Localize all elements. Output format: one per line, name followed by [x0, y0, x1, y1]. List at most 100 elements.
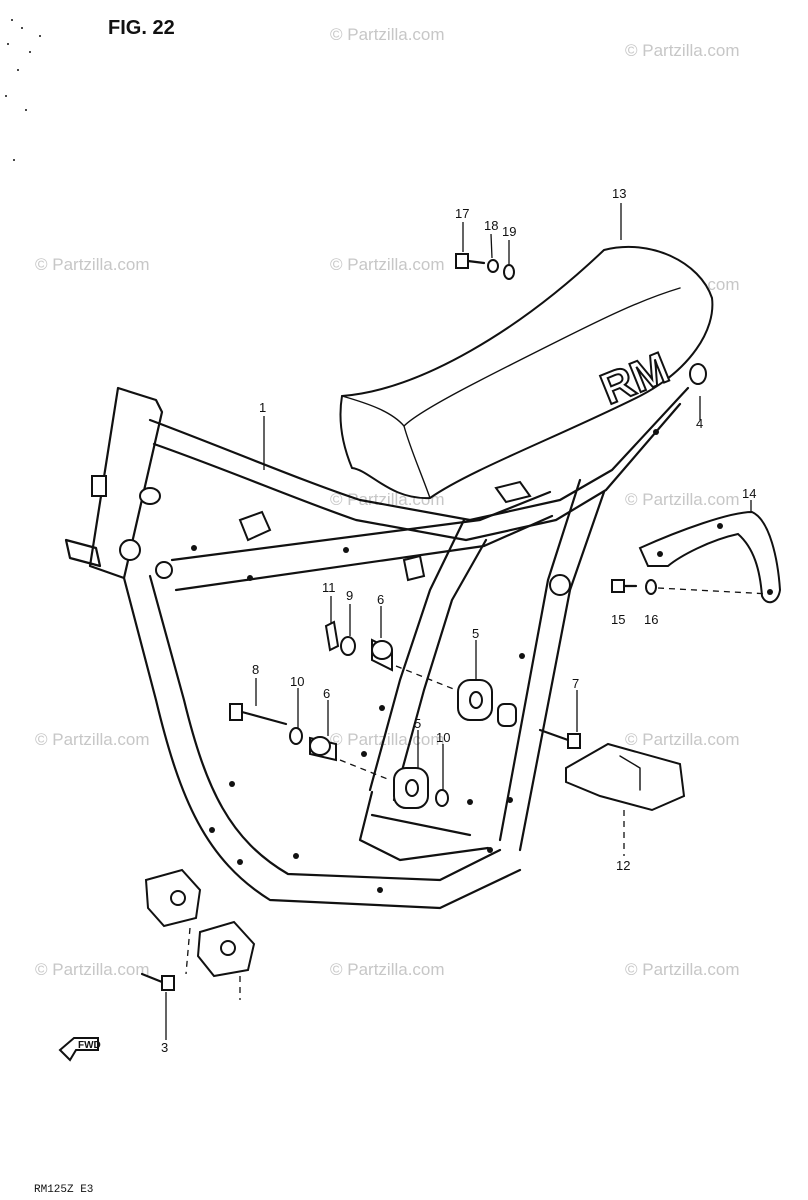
callout-15: 15	[611, 612, 625, 627]
engine-plate-set	[140, 868, 256, 991]
watermark: © Partzilla.com	[625, 960, 740, 979]
cushion-part-5-cap	[497, 703, 517, 727]
cap-part-4	[689, 363, 707, 385]
frame-joint	[139, 487, 161, 505]
watermark: © Partzilla.com	[330, 25, 445, 44]
clip-part-11	[324, 620, 340, 652]
bolt-part-3-shank	[140, 972, 164, 984]
steering-lock-lug	[91, 475, 107, 497]
callout-19: 19	[502, 224, 516, 239]
callout-3: 3	[161, 1040, 168, 1055]
washer-part-9	[340, 636, 356, 656]
frame-tab	[402, 554, 426, 582]
leader-lines	[165, 203, 752, 1040]
cradle-inner-1	[358, 790, 490, 862]
callout-11: 11	[322, 580, 336, 595]
callout-4: 4	[696, 416, 703, 431]
down-tube-outer	[122, 576, 522, 910]
callout-10: 10	[436, 730, 450, 745]
plate-bore	[170, 890, 186, 906]
bolt-part-3-head	[161, 975, 175, 991]
watermark: © Partzilla.com	[35, 255, 150, 274]
callout-6: 6	[377, 592, 384, 607]
bolt-17-shank	[466, 259, 486, 265]
washer-16	[645, 579, 657, 595]
callout-18: 18	[484, 218, 498, 233]
cross-tube-lower	[174, 514, 554, 592]
skid-plate-part-12	[565, 742, 686, 812]
callout-5: 5	[414, 716, 421, 731]
callout-6: 6	[323, 686, 330, 701]
seat-body	[339, 245, 714, 500]
bolt-part-8-shank	[240, 710, 288, 726]
seat-edge-line	[341, 287, 681, 428]
collar-part-6b-end	[309, 736, 331, 756]
frame-tab	[238, 510, 272, 542]
seat-post-rear	[518, 490, 606, 852]
skid-plate-body	[565, 742, 686, 812]
callout-5: 5	[472, 626, 479, 641]
seat-part-13: RM	[339, 245, 714, 500]
callout-16: 16	[644, 612, 658, 627]
figure-title: FIG. 22	[108, 17, 175, 39]
spine-front	[368, 518, 466, 792]
bolt-part-7-shank	[538, 728, 570, 742]
bolt-part-7-head	[567, 733, 581, 749]
top-tube-upper	[148, 386, 690, 522]
cross-tube-upper	[170, 490, 552, 562]
skid-plate-fold	[619, 755, 641, 791]
callout-8: 8	[252, 662, 259, 677]
watermark: © Partzilla.com	[330, 255, 445, 274]
watermark: © Partzilla.com	[35, 960, 150, 979]
callout-labels: 1 3 4 5 5 6 6 7 8 9 10 10 11 12 13 14 15…	[161, 186, 756, 1055]
frame-tab	[494, 480, 532, 504]
spine-rear	[392, 538, 488, 802]
callout-9: 9	[346, 588, 353, 603]
watermark: © Partzilla.com	[625, 730, 740, 749]
callout-1: 1	[259, 400, 266, 415]
mount-axis-lower	[339, 759, 391, 781]
nut-19	[503, 264, 515, 280]
bolt-17-head	[455, 253, 469, 269]
watermark: © Partzilla.com	[330, 730, 445, 749]
callout-14: 14	[742, 486, 756, 501]
rear-bracket-part-14	[638, 510, 782, 604]
fwd-label: FWD	[78, 1040, 101, 1051]
scan-noise	[5, 19, 41, 161]
washer-part-10b	[435, 789, 449, 807]
watermark-layer: © Partzilla.com © Partzilla.com © Partzi…	[35, 25, 740, 979]
bolt-15-axis	[657, 587, 771, 595]
plate-bore	[220, 940, 236, 956]
forward-direction-marker: FWD	[58, 1037, 101, 1062]
washer-18	[487, 259, 499, 273]
frame-joint	[155, 561, 173, 579]
head-tube-bottom	[64, 538, 102, 568]
callout-13: 13	[612, 186, 626, 201]
callout-17: 17	[455, 206, 469, 221]
cushion-part-5-bore	[469, 691, 483, 709]
watermark: © Partzilla.com	[625, 490, 740, 509]
seat-post-front	[498, 478, 582, 842]
washer-part-10	[289, 727, 303, 745]
bracket-bolt-set	[611, 579, 771, 595]
down-tube-inner	[148, 574, 502, 882]
engine-mount-set	[229, 620, 581, 809]
frame-joint	[119, 539, 141, 561]
watermark: © Partzilla.com	[35, 730, 150, 749]
cushion-part-5b-bore	[405, 779, 419, 797]
bolt-part-8-head	[229, 703, 243, 721]
callout-7: 7	[572, 676, 579, 691]
fwd-arrow-icon	[58, 1037, 99, 1062]
seat-bolt-set	[455, 253, 515, 280]
frame-part-1	[64, 386, 690, 910]
bracket-body	[638, 510, 782, 604]
watermark: © Partzilla.com	[330, 960, 445, 979]
collar-part-6-end	[371, 640, 393, 660]
bolt-15-head	[611, 579, 625, 593]
seat-side-line	[403, 425, 431, 499]
frame-joint	[549, 574, 571, 596]
drawing-code: RM125Z E3	[34, 1184, 93, 1196]
watermark: © Partzilla.com	[625, 41, 740, 60]
